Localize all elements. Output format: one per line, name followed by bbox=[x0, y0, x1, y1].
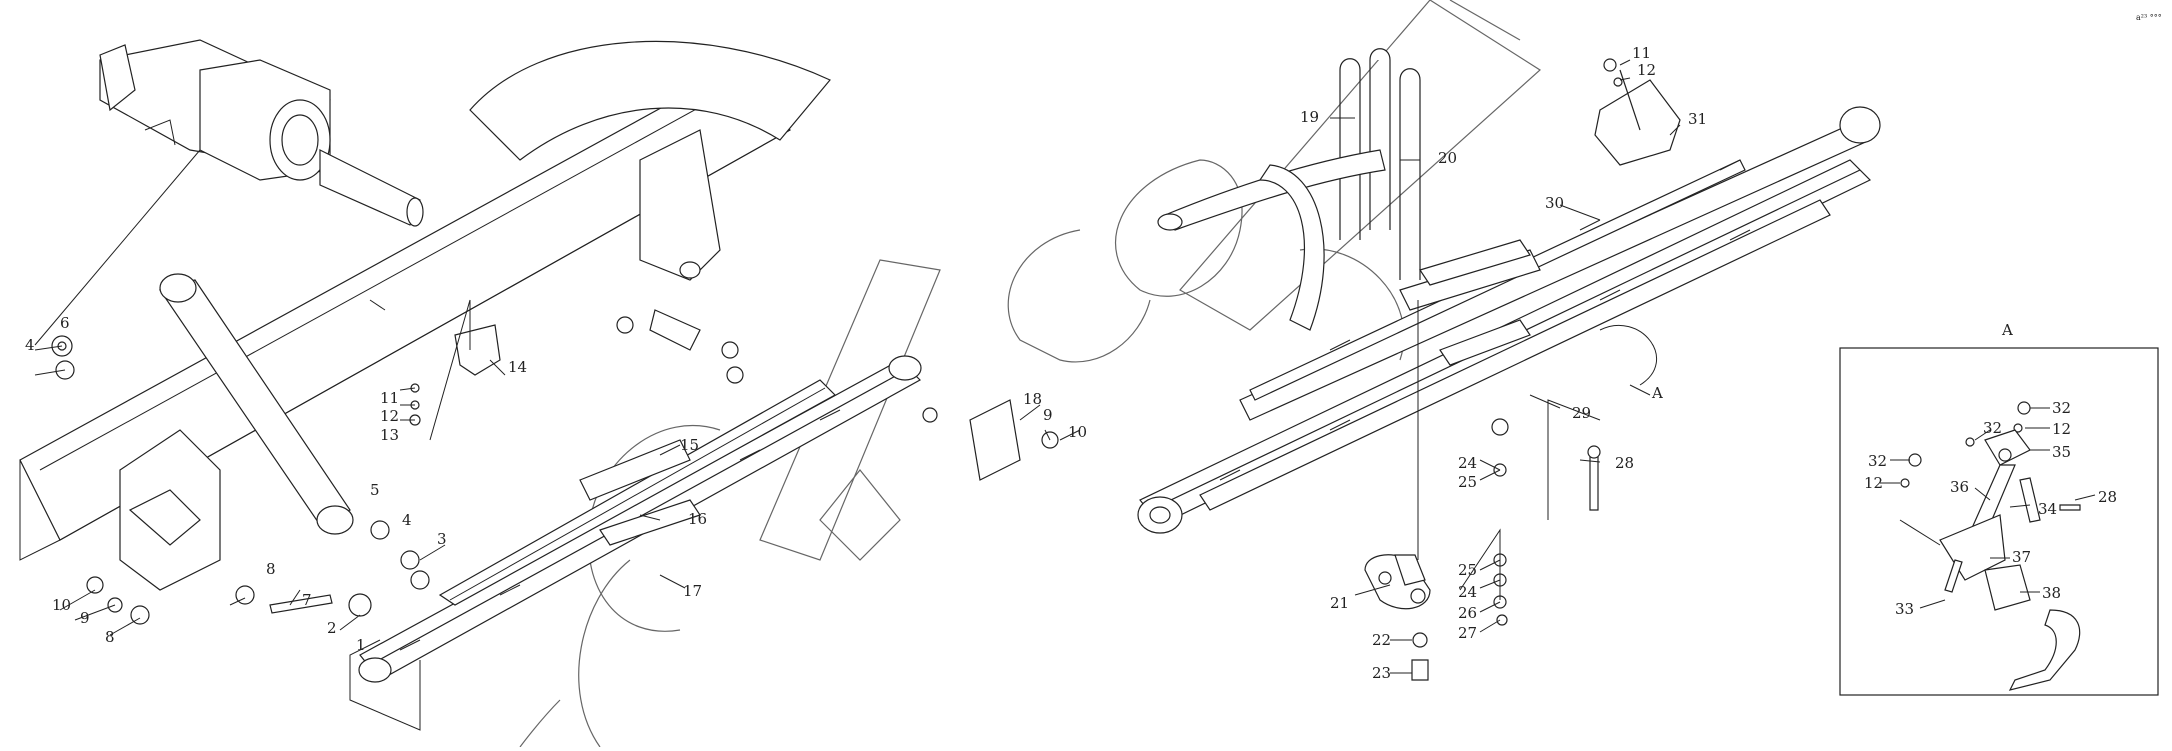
right-leader-lines bbox=[1330, 59, 1681, 674]
callout-15: 15 bbox=[680, 436, 699, 454]
callout-24b: 24 bbox=[1458, 583, 1477, 601]
callout-A: A bbox=[1651, 384, 1663, 402]
callout-11a: 11 bbox=[380, 389, 399, 407]
callout-35: 35 bbox=[2052, 443, 2071, 461]
u-bolts bbox=[1339, 48, 1421, 280]
callout-23: 23 bbox=[1372, 664, 1391, 682]
callout-18: 18 bbox=[1023, 390, 1042, 408]
callout-37: 37 bbox=[2012, 548, 2031, 566]
callout-9b: 9 bbox=[1043, 406, 1053, 424]
callout-27: 27 bbox=[1458, 624, 1477, 642]
callout-28a: 28 bbox=[1615, 454, 1634, 472]
callout-24a: 24 bbox=[1458, 454, 1477, 472]
callout-1: 1 bbox=[356, 636, 366, 654]
left-leader-lines bbox=[34, 149, 1081, 731]
callout-14: 14 bbox=[508, 358, 527, 376]
callout-32a: 32 bbox=[2052, 399, 2071, 417]
detail-view-parts bbox=[1900, 401, 2081, 691]
callout-36: 36 bbox=[1950, 478, 1969, 496]
spring-bracket-front bbox=[119, 129, 721, 591]
callout-34: 34 bbox=[2038, 500, 2057, 518]
right-callouts: 11 12 19 20 21 22 23 24 24 25 25 26 27 2… bbox=[1300, 44, 1707, 682]
detail-view-title: A bbox=[2001, 321, 2013, 339]
detail-leader-lines bbox=[1880, 407, 2096, 609]
shackle bbox=[616, 309, 1059, 481]
callout-13: 13 bbox=[380, 426, 399, 444]
callout-28b: 28 bbox=[2098, 488, 2117, 506]
callout-9a: 9 bbox=[80, 609, 90, 627]
front-axle-hub bbox=[99, 39, 424, 227]
stabilizer-bar bbox=[1157, 149, 1386, 331]
callout-32b: 32 bbox=[1983, 419, 2002, 437]
detail-callouts: 32 32 32 12 12 28 33 34 35 36 37 38 bbox=[1864, 399, 2117, 618]
callout-6: 6 bbox=[60, 314, 70, 332]
corner-mark: a²³ °°° bbox=[2136, 13, 2162, 22]
callout-5: 5 bbox=[370, 481, 380, 499]
lower-mount-hardware bbox=[1364, 418, 1601, 681]
callout-38: 38 bbox=[2042, 584, 2061, 602]
callout-25a: 25 bbox=[1458, 473, 1477, 491]
detail-view-frame bbox=[1839, 347, 2159, 696]
callout-10b: 10 bbox=[1068, 423, 1087, 441]
right-leaf-spring-upper bbox=[1239, 106, 1881, 421]
callout-17: 17 bbox=[683, 582, 702, 600]
callout-12b: 12 bbox=[1637, 61, 1656, 79]
right-leaf-spring-lower bbox=[1137, 159, 1872, 534]
callout-31: 31 bbox=[1688, 110, 1707, 128]
callout-29: 29 bbox=[1572, 404, 1591, 422]
callout-8a: 8 bbox=[266, 560, 276, 578]
callout-25b: 25 bbox=[1458, 561, 1477, 579]
callout-2: 2 bbox=[327, 619, 337, 637]
callout-30: 30 bbox=[1545, 194, 1564, 212]
callout-16: 16 bbox=[688, 510, 707, 528]
bump-stop bbox=[454, 324, 501, 376]
callout-4a: 4 bbox=[25, 336, 35, 354]
callout-11b: 11 bbox=[1632, 44, 1651, 62]
callout-20: 20 bbox=[1438, 149, 1457, 167]
callout-26: 26 bbox=[1458, 604, 1477, 622]
callout-21: 21 bbox=[1330, 594, 1349, 612]
callout-8b: 8 bbox=[105, 628, 115, 646]
callout-12a: 12 bbox=[380, 407, 399, 425]
callout-33: 33 bbox=[1895, 600, 1914, 618]
callout-7: 7 bbox=[302, 591, 312, 609]
callout-12d: 12 bbox=[1864, 474, 1883, 492]
shock-absorber bbox=[159, 273, 354, 535]
callout-22: 22 bbox=[1372, 631, 1391, 649]
callout-32c: 32 bbox=[1868, 452, 1887, 470]
callout-19: 19 bbox=[1300, 108, 1319, 126]
callout-10a: 10 bbox=[52, 596, 71, 614]
callout-4b: 4 bbox=[402, 511, 412, 529]
frame-rail bbox=[19, 40, 831, 561]
callout-3: 3 bbox=[437, 530, 447, 548]
left-callouts: 1 2 3 4 4 5 6 7 8 8 9 9 10 10 11 12 13 1… bbox=[25, 314, 1087, 654]
left-leaf-spring bbox=[358, 355, 922, 683]
callout-12c: 12 bbox=[2052, 420, 2071, 438]
